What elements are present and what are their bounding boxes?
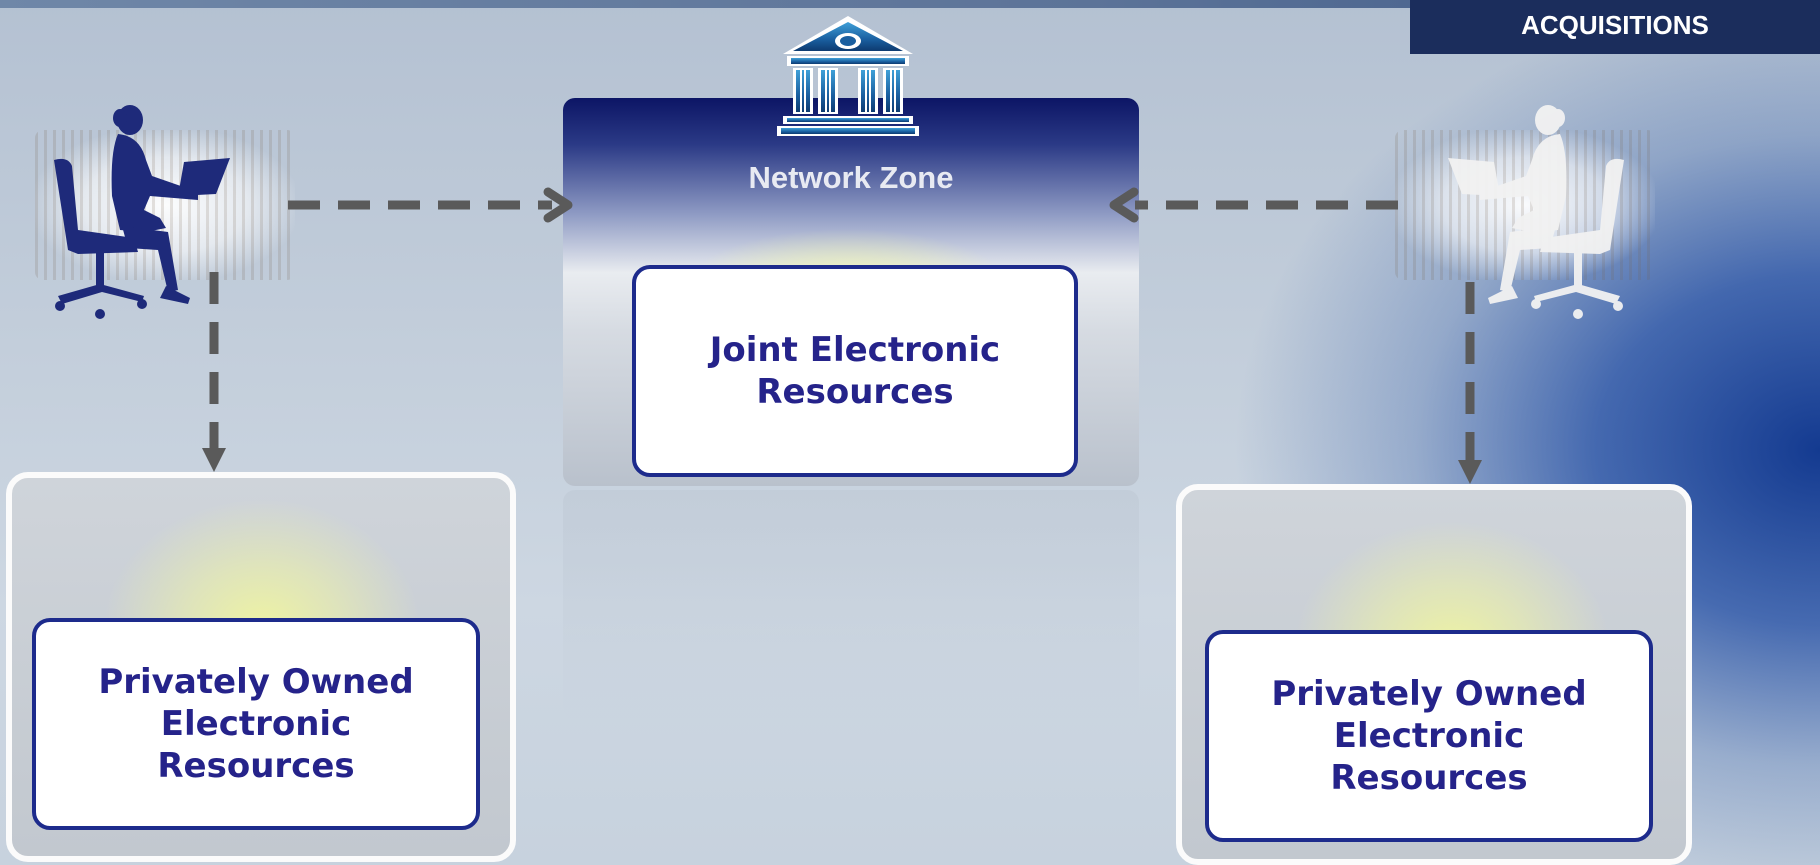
right-down-arrowhead <box>1458 460 1482 484</box>
joint-resources-box: Joint Electronic Resources <box>632 265 1078 477</box>
left-resources-line1: Privately Owned <box>98 662 414 702</box>
right-to-network-arrowhead <box>1109 187 1139 223</box>
joint-resources-line1: Joint Electronic <box>709 330 1001 370</box>
network-zone-title: Network Zone <box>748 160 954 195</box>
left-person-at-laptop-icon <box>54 105 230 319</box>
section-tab-label: ACQUISITIONS <box>1521 10 1709 40</box>
right-resources-line1: Privately Owned <box>1271 674 1587 714</box>
left-private-resources-box: Privately Owned Electronic Resources <box>32 618 480 830</box>
joint-resources-line2: Resources <box>756 372 954 412</box>
right-private-resources-box: Privately Owned Electronic Resources <box>1205 630 1653 842</box>
section-tab: ACQUISITIONS <box>1410 0 1820 54</box>
top-header-bar <box>0 0 1820 8</box>
right-person-at-laptop-icon <box>1448 105 1624 319</box>
library-building-icon <box>777 16 919 136</box>
left-resources-line2: Electronic <box>160 704 352 744</box>
left-to-network-arrowhead <box>543 187 573 223</box>
left-down-arrowhead <box>202 448 226 472</box>
right-resources-line3: Resources <box>1330 758 1528 798</box>
left-resources-line3: Resources <box>157 746 355 786</box>
network-zone-reflection <box>563 490 1139 720</box>
right-resources-line2: Electronic <box>1333 716 1525 756</box>
